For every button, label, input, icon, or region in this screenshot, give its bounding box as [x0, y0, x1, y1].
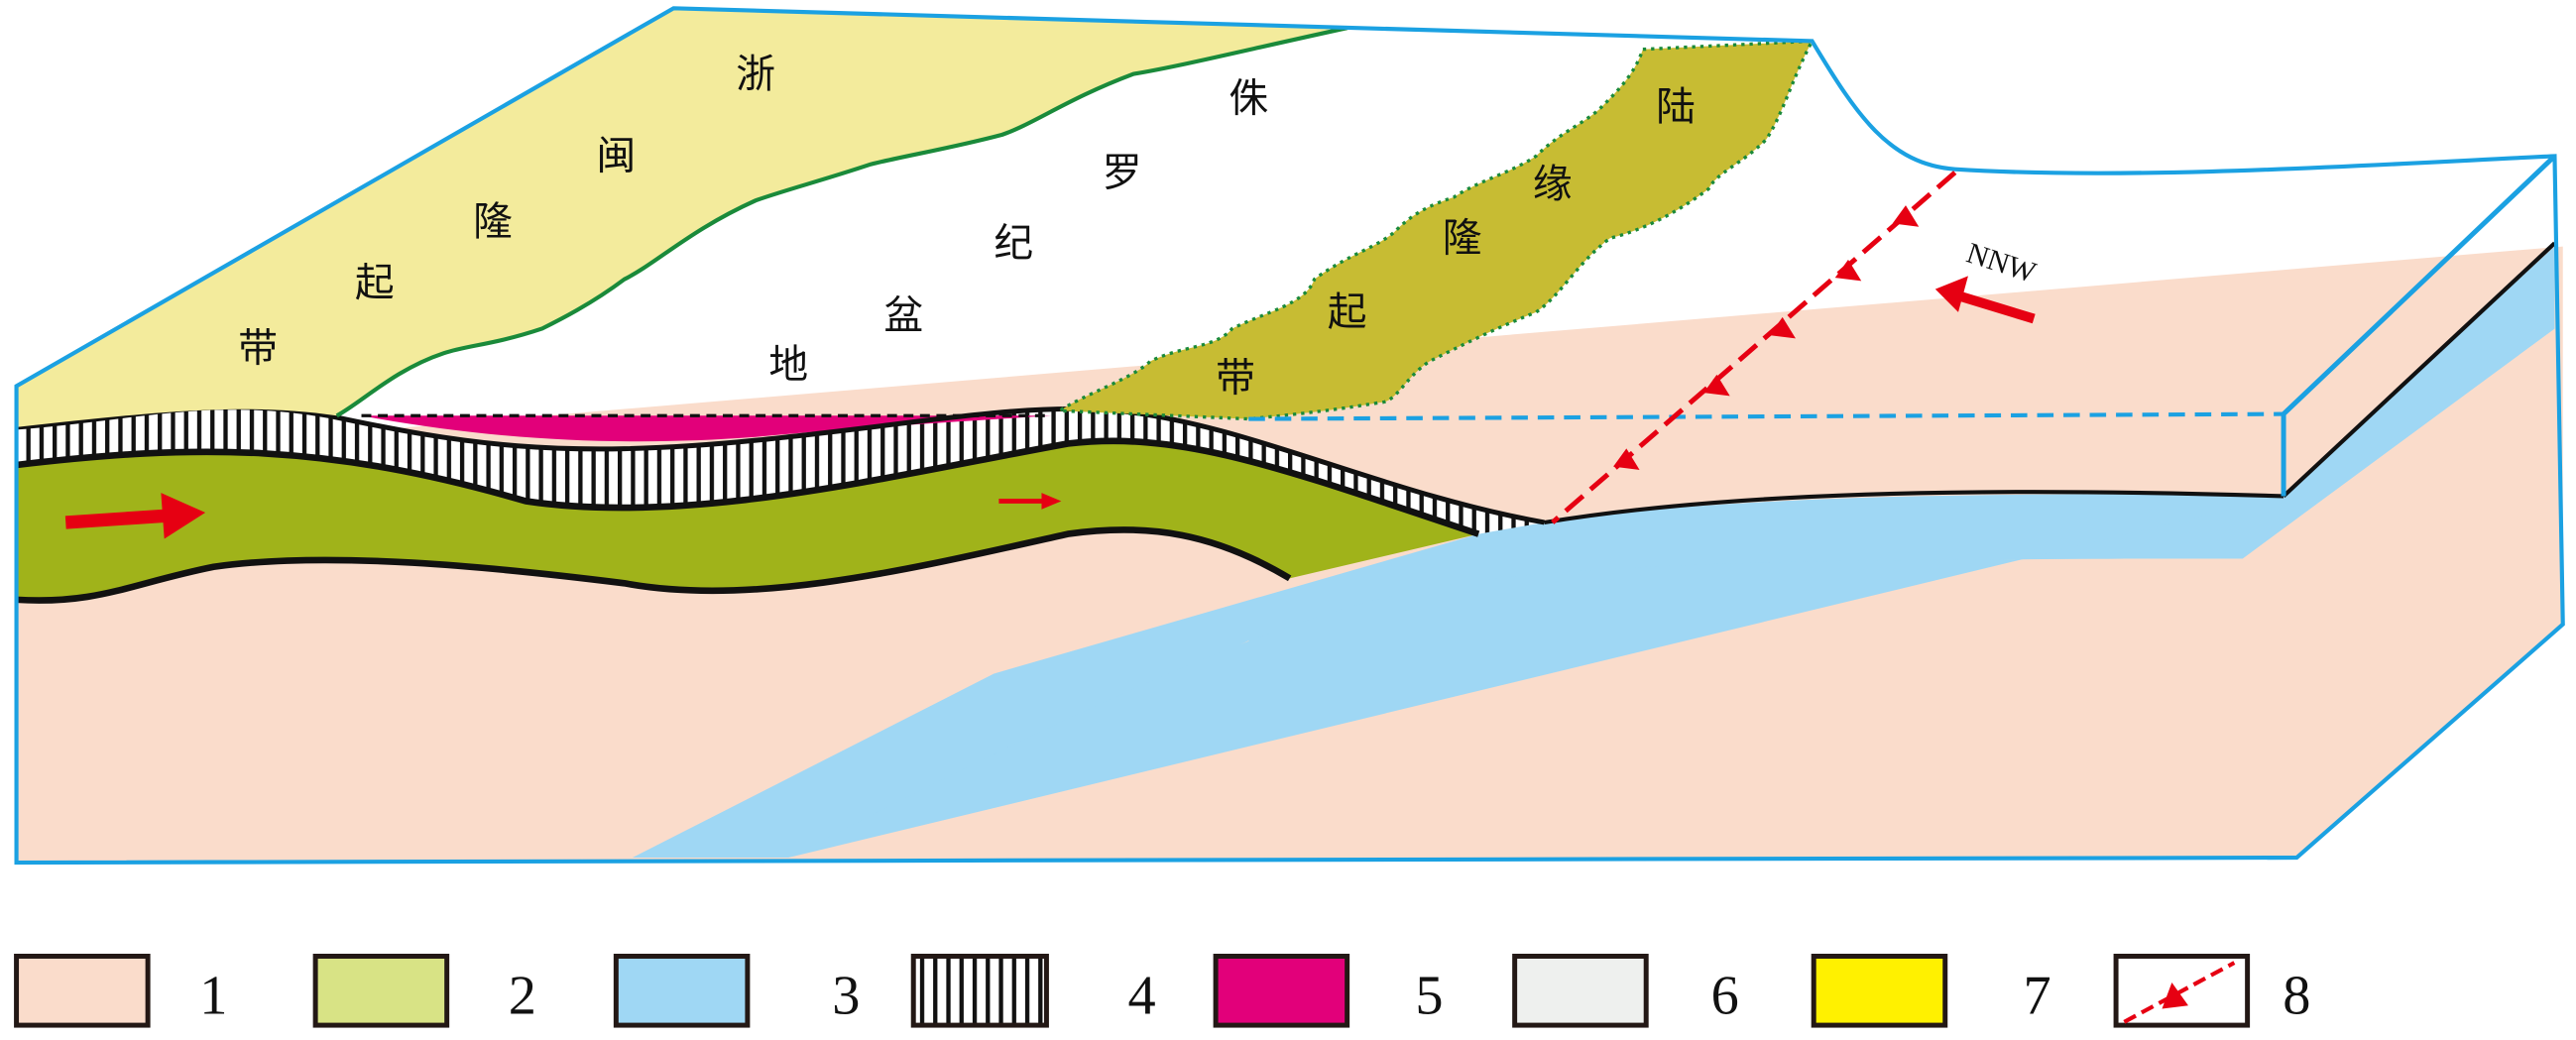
flow-arrow-large-icon	[64, 493, 206, 539]
svg-text:闽: 闽	[596, 134, 636, 179]
legend-swatch-6	[1512, 953, 1649, 1028]
flow-arrow-small-icon	[998, 493, 1062, 510]
legend-swatch-2	[312, 953, 450, 1028]
svg-text:4: 4	[1127, 965, 1155, 1026]
hatched-layer	[16, 406, 1545, 534]
svg-text:缘: 缘	[1533, 162, 1573, 207]
svg-text:7: 7	[2023, 965, 2050, 1026]
svg-text:隆: 隆	[1443, 216, 1482, 262]
svg-text:1: 1	[199, 965, 227, 1026]
legend-swatch-3	[613, 953, 751, 1028]
svg-text:6: 6	[1711, 965, 1739, 1026]
svg-text:2: 2	[509, 965, 536, 1026]
legend-swatch-7	[1811, 953, 1948, 1028]
svg-text:起: 起	[355, 260, 395, 305]
continental-margin-uplift	[1054, 39, 1815, 421]
legend-swatch-5	[1213, 953, 1350, 1028]
svg-text:陆: 陆	[1656, 84, 1696, 130]
svg-text:罗: 罗	[1103, 150, 1142, 195]
zhemin-uplift-zone	[16, 8, 1347, 427]
svg-text:8: 8	[2283, 965, 2310, 1026]
dashed-boundary	[1248, 411, 2284, 421]
svg-text:起: 起	[1328, 289, 1367, 335]
svg-text:带: 带	[238, 326, 278, 372]
svg-text:3: 3	[832, 965, 860, 1026]
svg-text:带: 带	[1216, 355, 1255, 401]
fault-symbol-icon	[2123, 961, 2236, 1024]
svg-text:地: 地	[768, 342, 808, 388]
block-outline	[14, 6, 2565, 866]
svg-text:侏: 侏	[1229, 76, 1268, 122]
nnw-arrow-icon	[1934, 276, 2036, 324]
svg-text:纪: 纪	[994, 221, 1033, 267]
legend-swatch-1	[14, 953, 151, 1028]
legend: 1 2 3 4 5 6 7 8	[14, 953, 2310, 1028]
thrust-fault	[1551, 171, 1957, 524]
margin-uplift-label: 陆 缘 隆 起 带	[1216, 84, 1696, 401]
magenta-lens	[361, 415, 1052, 442]
svg-text:5: 5	[1415, 965, 1443, 1026]
legend-swatch-4	[910, 953, 1049, 1028]
direction-label: NNW	[1962, 236, 2041, 289]
svg-text:隆: 隆	[473, 199, 513, 245]
zhemin-label: 浙 闽 隆 起 带	[238, 52, 775, 372]
blue-layer	[632, 246, 2555, 859]
svg-text:盆: 盆	[883, 292, 923, 338]
svg-text:浙: 浙	[736, 52, 775, 97]
jurassic-basin-label: 侏 罗 纪 盆 地	[768, 76, 1268, 388]
